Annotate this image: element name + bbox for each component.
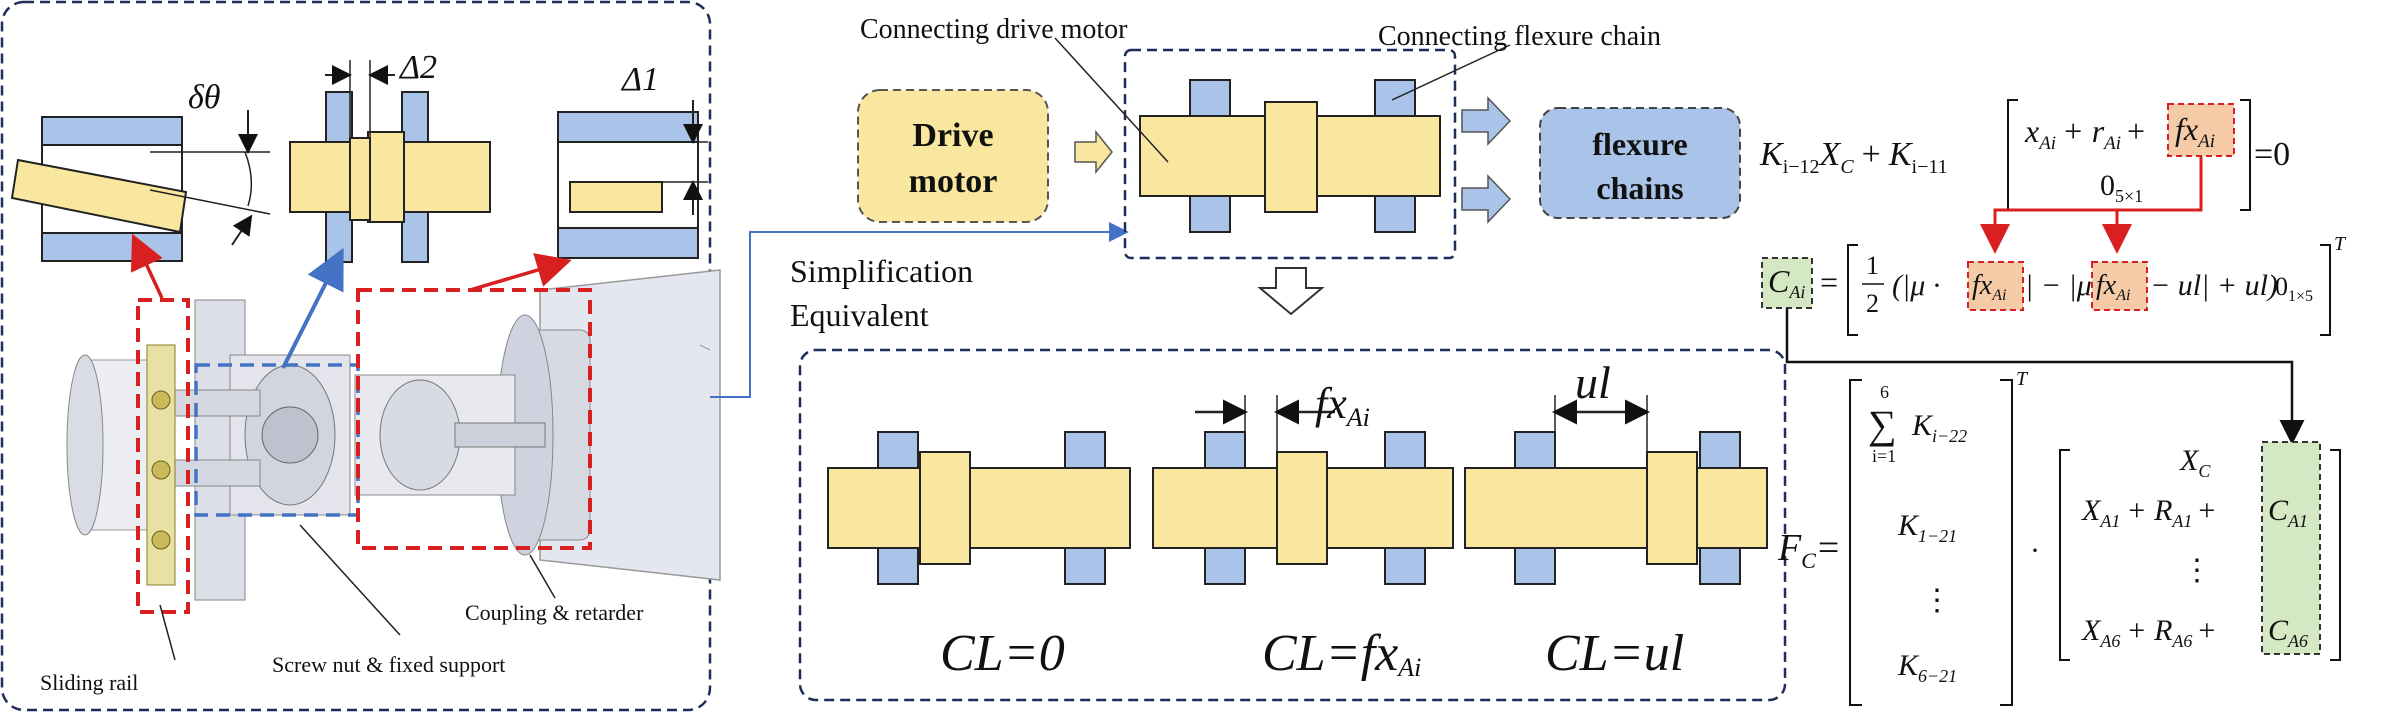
connection-box <box>1123 48 1457 260</box>
fx-dimension-label: fxAi <box>1315 379 1370 432</box>
svg-text:fxAi: fxAi <box>2175 111 2215 152</box>
black-connector <box>1785 308 2305 445</box>
bottom-panel: fxAi ul CL=0 CL=fxAi CL=ul <box>798 348 1787 702</box>
mechanism-render <box>66 269 721 601</box>
sliding-rail-label: Sliding rail <box>40 670 138 695</box>
connecting-drive-motor-label: Connecting drive motor <box>860 14 1128 45</box>
svg-text:6: 6 <box>1880 382 1889 402</box>
drive-motor-line2: motor <box>909 163 998 200</box>
svg-text:CA6: CA6 <box>2268 614 2308 651</box>
svg-text:T: T <box>2016 368 2029 390</box>
equation-3: FC= 6 ∑ i=1 Ki−22 K1−21 ⋮ K6−21 T · XC X… <box>1777 368 2341 706</box>
clul-label: CL=ul <box>1545 625 1684 682</box>
schematic-clfx: fxAi <box>1152 379 1454 585</box>
arrow-to-tilt <box>130 233 164 299</box>
arrow-to-delta2 <box>281 247 344 369</box>
eq2-fx-box-2 <box>2091 261 2148 311</box>
svg-text:i=1: i=1 <box>1872 446 1896 466</box>
left-panel: δθ Δ2 Δ1 <box>0 0 721 712</box>
tilt-schematic: δθ <box>10 79 271 262</box>
arrow-drive-to-chain <box>1074 129 1113 175</box>
coupling-label: Coupling & retarder <box>465 600 644 625</box>
eq2-fx-box-1 <box>1967 261 2024 311</box>
drive-motor-line1: Drive <box>912 117 993 154</box>
svg-text:⋮: ⋮ <box>1922 584 1952 617</box>
arrow-to-delta1 <box>469 253 572 292</box>
eq1-rhs: =0 <box>2254 136 2290 173</box>
simplification-connector <box>710 222 1129 398</box>
drive-motor-box <box>857 89 1049 223</box>
svg-text:01×5: 01×5 <box>2275 272 2313 305</box>
svg-text:K6−21: K6−21 <box>1897 649 1957 686</box>
center-top: Drive motor Connecting drive motor Conne… <box>790 14 1741 333</box>
svg-text:− ul| + ul): − ul| + ul) <box>2150 269 2278 302</box>
schematic-clul: ul <box>1464 357 1768 585</box>
svg-text:Ki−22: Ki−22 <box>1911 409 1967 446</box>
screw-nut-label: Screw nut & fixed support <box>272 652 505 677</box>
flexure-line2: chains <box>1596 170 1683 206</box>
svg-text:(|μ ·: (|μ · <box>1892 269 1940 302</box>
connecting-flexure-chain-label: Connecting flexure chain <box>1378 21 1661 52</box>
eq3-C-column-box <box>2261 441 2321 655</box>
eq1-fx-box <box>2167 103 2235 157</box>
svg-text:⋮: ⋮ <box>2182 554 2212 587</box>
eq1-row2: 05×1 <box>2100 169 2143 206</box>
arrow-down-simplify <box>1257 267 1325 316</box>
bottom-panel-frame <box>798 348 1787 702</box>
svg-text:·: · <box>2030 534 2040 567</box>
cl0-label: CL=0 <box>940 625 1065 682</box>
svg-text:2: 2 <box>1866 289 1879 318</box>
eq1-row1: xAi+ rAi+ <box>2024 113 2145 154</box>
arrow-chain-up <box>1461 96 1512 146</box>
svg-text:XC: XC <box>2179 444 2211 481</box>
delta2-label: Δ2 <box>398 49 437 86</box>
svg-text:CA1: CA1 <box>2268 494 2308 531</box>
simplification-label: Simplification <box>790 253 973 289</box>
arrow-chain-down <box>1461 174 1512 224</box>
equation-1: Ki−12XC+Ki−11 xAi+ rAi+ fxAi 05×1 =0 <box>1759 99 2290 211</box>
svg-text:=: = <box>1820 264 1838 300</box>
delta-theta-label: δθ <box>188 79 221 116</box>
sliding-rail-box <box>136 298 190 614</box>
svg-text:XA1+ RA1+: XA1+ RA1+ <box>2081 494 2215 531</box>
svg-text:fxAi: fxAi <box>1972 270 2006 304</box>
svg-text:FC=: FC= <box>1777 527 1839 573</box>
equation-2: CAi = 1 2 (|μ · fxAi | − |μ · fxAi − ul|… <box>1761 233 2347 336</box>
svg-text:CAi: CAi <box>1768 263 1805 302</box>
svg-text:1: 1 <box>1866 251 1879 280</box>
svg-text:K1−21: K1−21 <box>1897 509 1957 546</box>
clfx-label: CL=fxAi <box>1262 625 1421 682</box>
flexure-chains-box <box>1539 107 1741 219</box>
equivalent-label: Equivalent <box>790 297 929 333</box>
svg-text:Ki−12XC+Ki−11: Ki−12XC+Ki−11 <box>1759 136 1948 178</box>
ul-dimension-label: ul <box>1575 357 1611 408</box>
svg-text:∑: ∑ <box>1868 402 1897 447</box>
delta1-label: Δ1 <box>620 61 659 98</box>
svg-text:fxAi: fxAi <box>2096 270 2130 304</box>
svg-text:T: T <box>2334 233 2347 255</box>
delta2-schematic: Δ2 <box>289 49 491 263</box>
red-arrow-left <box>1980 156 2203 254</box>
schematic-cl0 <box>827 431 1131 585</box>
delta1-schematic: Δ1 <box>557 61 708 259</box>
svg-text:XA6+ RA6+: XA6+ RA6+ <box>2081 614 2215 651</box>
flexure-line1: flexure <box>1592 126 1687 162</box>
